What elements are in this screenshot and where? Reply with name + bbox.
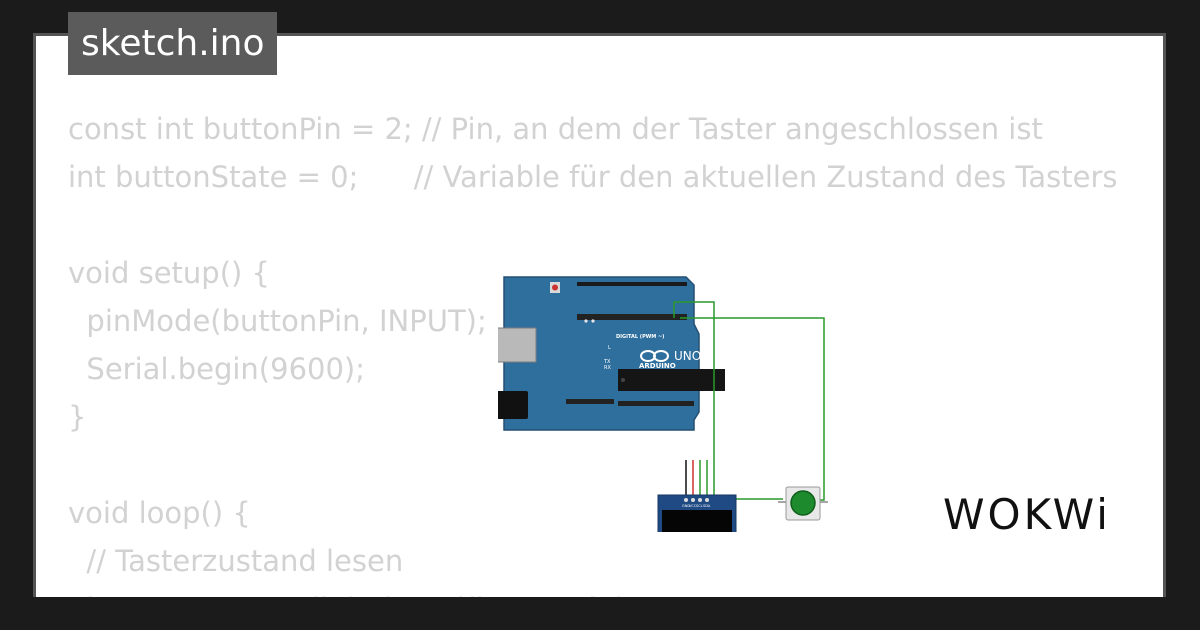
code-line: const int buttonPin = 2; // Pin, an dem … bbox=[68, 112, 1043, 146]
oled-screen bbox=[662, 510, 732, 532]
preview-card: const int buttonPin = 2; // Pin, an dem … bbox=[33, 33, 1166, 597]
analog-header bbox=[618, 401, 694, 406]
digital-label: DIGITAL (PWM ~) bbox=[616, 334, 664, 340]
analog-label: ANALOG IN bbox=[653, 436, 684, 442]
code-line: int buttonState = 0; // Variable für den… bbox=[68, 160, 1118, 194]
digital-header bbox=[577, 314, 687, 320]
rx-label: RX bbox=[604, 365, 611, 371]
wokwi-logo: WOKWi bbox=[943, 490, 1111, 539]
oled-pin-gnd: GND bbox=[682, 504, 690, 508]
brand-label: ARDUINO bbox=[639, 362, 676, 370]
code-editor: const int buttonPin = 2; // Pin, an dem … bbox=[68, 105, 1118, 597]
code-line: } bbox=[68, 400, 87, 434]
code-line bbox=[68, 201, 1118, 249]
oled-pin-scl: SCL bbox=[696, 504, 703, 508]
power-header bbox=[566, 399, 614, 404]
code-line: void setup() { bbox=[68, 256, 270, 290]
code-line: void loop() { bbox=[68, 496, 251, 530]
code-line: // Tasterzustand lesen bbox=[68, 544, 404, 578]
arduino-logo bbox=[640, 350, 669, 362]
code-line: pinMode(buttonPin, INPUT); bbox=[68, 304, 487, 338]
usb-port bbox=[498, 327, 537, 363]
oled-display[interactable]: GND VCC SCL SDA bbox=[657, 494, 737, 532]
on-label: ON bbox=[712, 358, 720, 364]
oled-pin-vcc: VCC bbox=[689, 504, 697, 508]
model-label: UNO bbox=[674, 349, 701, 363]
oled-pin-sda: SDA bbox=[703, 504, 711, 508]
file-title: sketch.ino bbox=[68, 12, 278, 75]
push-button[interactable] bbox=[778, 486, 828, 521]
power-label: POWER bbox=[612, 436, 633, 442]
circuit-diagram: ARDUINO UNO DIGITAL (PWM ~) POWER ANALOG… bbox=[498, 276, 828, 532]
code-line: Serial.begin(9600); bbox=[68, 352, 366, 386]
l-label: L bbox=[608, 345, 611, 351]
power-jack bbox=[498, 391, 528, 419]
atmega-chip bbox=[618, 369, 725, 391]
arduino-uno-board[interactable]: ARDUINO UNO DIGITAL (PWM ~) POWER ANALOG… bbox=[498, 276, 725, 442]
tx-label: TX bbox=[603, 359, 611, 365]
code-line: buttonState = digitalRead(buttonPin); bbox=[68, 585, 1118, 597]
